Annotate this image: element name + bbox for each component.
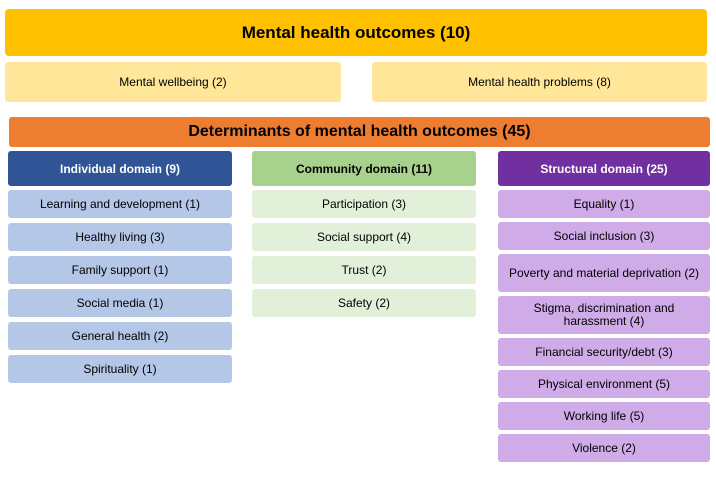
community-item: Social support (4)	[252, 223, 476, 251]
mental-wellbeing-box: Mental wellbeing (2)	[5, 62, 341, 102]
individual-item: Family support (1)	[8, 256, 232, 284]
community-item: Trust (2)	[252, 256, 476, 284]
structural-item: Stigma, discrimination and harassment (4…	[498, 296, 710, 334]
individual-domain-list: Learning and development (1) Healthy liv…	[8, 190, 232, 383]
individual-item: Healthy living (3)	[8, 223, 232, 251]
structural-domain-list: Equality (1) Social inclusion (3) Povert…	[498, 190, 710, 462]
structural-item: Social inclusion (3)	[498, 222, 710, 250]
individual-item: General health (2)	[8, 322, 232, 350]
structural-item: Violence (2)	[498, 434, 710, 462]
mental-health-problems-box: Mental health problems (8)	[372, 62, 707, 102]
community-domain-header: Community domain (11)	[252, 151, 476, 186]
structural-item: Equality (1)	[498, 190, 710, 218]
structural-item: Working life (5)	[498, 402, 710, 430]
structural-domain-header: Structural domain (25)	[498, 151, 710, 186]
determinants-title: Determinants of mental health outcomes (…	[9, 117, 710, 147]
structural-item: Physical environment (5)	[498, 370, 710, 398]
community-item: Safety (2)	[252, 289, 476, 317]
individual-item: Spirituality (1)	[8, 355, 232, 383]
community-domain-list: Participation (3) Social support (4) Tru…	[252, 190, 476, 317]
outcomes-title: Mental health outcomes (10)	[5, 9, 707, 56]
structural-item: Financial security/debt (3)	[498, 338, 710, 366]
structural-item: Poverty and material deprivation (2)	[498, 254, 710, 292]
individual-item: Learning and development (1)	[8, 190, 232, 218]
individual-domain-header: Individual domain (9)	[8, 151, 232, 186]
community-item: Participation (3)	[252, 190, 476, 218]
individual-item: Social media (1)	[8, 289, 232, 317]
